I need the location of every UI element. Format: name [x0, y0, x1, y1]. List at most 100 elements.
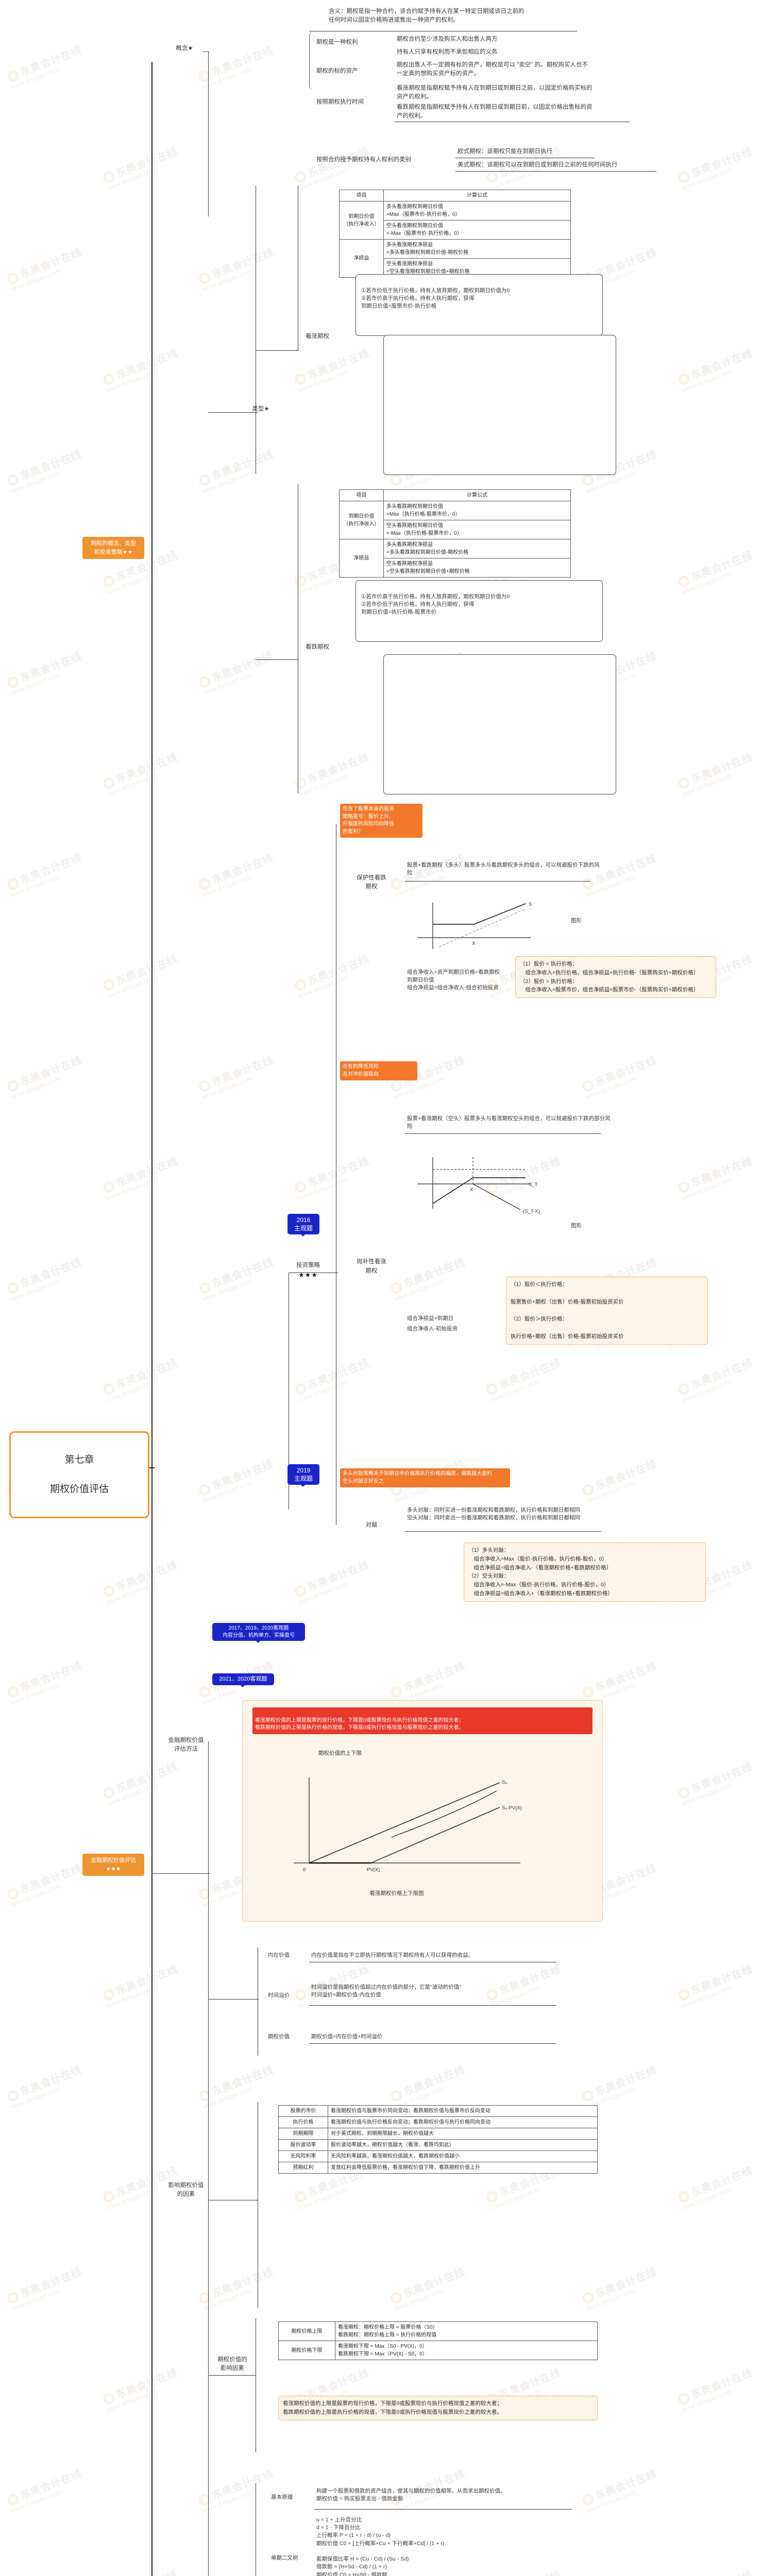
finvalue-item-0-label[interactable]: 内在价值: [268, 1952, 290, 1958]
put-table-head-0: 项目: [339, 489, 384, 501]
strategy-item-1-detail: 组合净损益=到期日 组合净收入-初始投资: [407, 1315, 458, 1332]
svg-text:S₀: S₀: [502, 1780, 507, 1785]
influence-row-4-val: 无风险利率越高，看涨期权价值越大，看跌期权价值越小: [328, 2150, 598, 2162]
concept-row-2-label[interactable]: 按照期权执行时间: [316, 99, 364, 105]
influence-row-5-key: 预期红利: [278, 2162, 328, 2174]
l2-type-label[interactable]: 类型★: [252, 406, 269, 412]
option-bounds-diagram: S₀ S₀-PV(X) PV(X) 0: [278, 1762, 567, 1880]
finvalue-highlight-text: 看涨期权价值的上限是股票的现行价格，下限是0或股票现价与执行价格现值之差的较大者…: [255, 1717, 464, 1731]
boundary-table: 期权价格上限 看涨期权：期权价格上限 = 股票价格（S0） 看跌期权：期权价格上…: [278, 2321, 598, 2360]
strategy-item-0-panel: （1）股价 < 执行价格： 组合净收入=执行价格，组合净损益=执行价格-（股票购…: [515, 956, 716, 998]
l2-strategy-label[interactable]: 投资策略: [296, 1262, 320, 1268]
boundary-row-1-val: 看涨期权下限 = Max（S0 - PV(X)，0） 看跌期权下限 = Max（…: [335, 2341, 598, 2360]
concept-row-0-item-1: 持有人只享有权利而不承担相应的义务: [397, 49, 498, 55]
finvalue-item-1-label[interactable]: 时间溢价: [268, 1992, 290, 1998]
s0-desc-underline: [405, 881, 590, 882]
put-join: [256, 659, 299, 660]
call-table-val-0-0: 多头看涨期权到期日价值 =Max（股票市价-执行价格，0）: [383, 201, 571, 221]
influence-row-2-val: 对于美式期权，到期期限越长，期权价值越大: [328, 2128, 598, 2140]
finvalue-item-2-label[interactable]: 期权价值: [268, 2033, 290, 2040]
strategy-item-2-name[interactable]: 对敲: [365, 1522, 378, 1528]
call-chart-frame: [383, 335, 616, 475]
influence-row-0-key: 股票的市价: [278, 2105, 328, 2117]
callout-2021-2020: 2021、2020客观题: [212, 1673, 274, 1687]
strategy-item-2-panel: （1）多头对敲： 组合净收入=Max（股价-执行价格，执行价格-股价，0） 组合…: [464, 1543, 706, 1602]
strategy-item-0-name[interactable]: 保护性看跌期权: [357, 875, 386, 890]
bn0-underline: [314, 2509, 572, 2510]
l2-finvalue-label[interactable]: 金融期权价值 评估方法: [168, 1737, 204, 1752]
put-table-val-1-0: 多头看跌期权净损益 =多头看跌期权到期日价值-期权价格: [383, 539, 571, 558]
type-put-label[interactable]: 看跌期权: [306, 644, 329, 650]
concept-row-1-label[interactable]: 期权的标的资产: [316, 68, 358, 74]
root-title-line2: 期权价值评估: [49, 1483, 109, 1495]
concept-row-0-label[interactable]: 期权是一种权利: [316, 39, 358, 45]
root-node[interactable]: 第七章 期权价值评估: [9, 1431, 149, 1518]
concept-row-3-item-1: 美式期权：该期权可以在到期日或到期日之前的任何时间执行: [458, 162, 618, 168]
influence-row-3-key: 股价波动率: [278, 2139, 328, 2151]
type-call-label[interactable]: 看涨期权: [306, 333, 329, 340]
concept-r3i1-underline: [455, 171, 656, 172]
l2-boundary-label[interactable]: 期权价值的 影响因素: [217, 2357, 247, 2371]
svg-text:X: X: [470, 1187, 473, 1193]
b2-spine: [208, 1741, 209, 2576]
call-table-key-0: 到期日价值 （执行净收入）: [339, 201, 384, 240]
fv2-underline: [309, 2043, 556, 2044]
concept-spine: [208, 52, 209, 216]
svg-text:S: S: [529, 902, 532, 907]
boundary-join: [208, 2375, 256, 2376]
svg-text:X: X: [472, 941, 476, 946]
binomial-one-label[interactable]: 单期二叉树: [271, 2555, 298, 2561]
influence-row-3-val: 股价波动率越大，期权价值越大（看涨、看跌均如此）: [328, 2139, 598, 2151]
option-bounds-svg: S₀ S₀-PV(X) PV(X) 0: [294, 1777, 522, 1873]
l2-concept-label[interactable]: 概念★: [176, 45, 193, 52]
l2-influence-label[interactable]: 影响期权价值 的因素: [168, 2182, 204, 2197]
put-table-val-0-1: 空头看跌期权到期日价值 =-Max（执行价格-股票市价，0）: [383, 520, 571, 539]
call-notes-text: ①若市价低于执行价格，持有人放弃期权，期权到期日价值为0 ②若市价高于执行价格，…: [361, 287, 510, 310]
boundary-row-1-key: 期权价格下限: [278, 2341, 335, 2360]
concept-row-3-label[interactable]: 按照合约授予期权持有人权利的类别: [316, 157, 411, 163]
call-table-key-1: 净损益: [339, 239, 384, 278]
finvalue-item-1-text: 时间溢价是指期权价值超过内在价值的部分，它是"波动的价值" 时间溢价=期权价值-…: [311, 1984, 461, 1998]
put-notes-box: ①若市价高于执行价格，持有人放弃期权，期权到期日价值为0 ②若市价低于执行价格，…: [355, 580, 603, 642]
strategy-item-0-desc: 股票+看跌期权（多头）股票多头与看跌期权多头的组合，可以规避股价下跌的风险: [407, 862, 600, 876]
branch-2-label[interactable]: 金融期权价值评估 ★★★: [82, 1854, 144, 1876]
strategy-item-1-name[interactable]: 抛补性看涨期权: [357, 1259, 386, 1275]
put-table-val-0-0: 多头看跌期权到期日价值 =Max（执行价格-股票市价，0）: [383, 501, 571, 520]
boundary-row-0-val: 看涨期权：期权价格上限 = 股票价格（S0） 看跌期权：期权价格上限 = 执行价…: [335, 2321, 598, 2341]
strategy-item-2-desc: 多头对敲：同时买进一份看涨期权和看跌期权，执行价格和到期日都相同 空头对敲：同时…: [407, 1507, 580, 1521]
concept-row-2-item-1: 看跌期权是指期权赋予持有人在到期日或到期日前，以固定价格出售标的资 产的权利。: [397, 104, 592, 119]
binomial-basic-label[interactable]: 基本原理: [271, 2494, 293, 2500]
svg-text:0: 0: [303, 1867, 306, 1873]
put-value-table: 项目 计算公式 到期日价值 （执行净收入） 多头看跌期权到期日价值 =Max（执…: [339, 489, 571, 578]
branch-1-label[interactable]: 期权的概念、类型 和投资策略★★: [82, 537, 144, 559]
root-title-line1: 第七章: [64, 1454, 94, 1465]
callout-2016: 2016 主观题: [287, 1214, 319, 1237]
call-table-head-1: 计算公式: [383, 190, 571, 201]
